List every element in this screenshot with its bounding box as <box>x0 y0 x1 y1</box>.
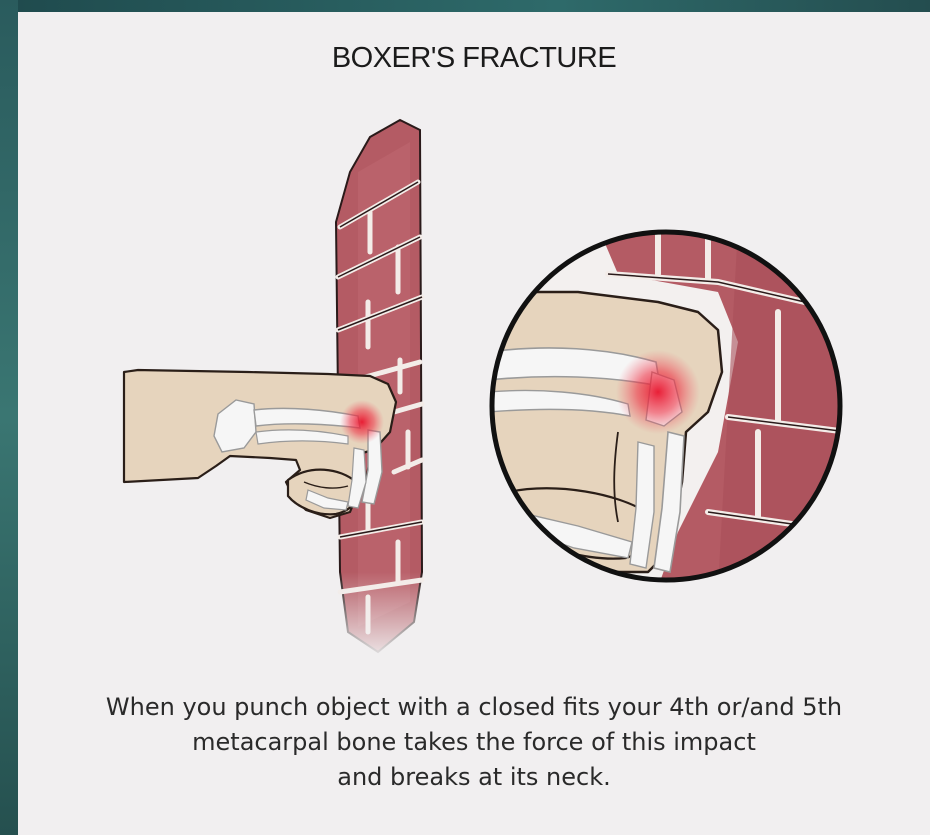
caption-line-1: When you punch object with a closed fits… <box>18 690 930 725</box>
caption-line-2: metacarpal bone takes the force of this … <box>18 725 930 760</box>
slide-frame-top <box>0 0 930 12</box>
slide-frame-left <box>0 0 18 835</box>
slide-panel: BOXER'S FRACTURE <box>18 12 930 835</box>
diagram-caption: When you punch object with a closed fits… <box>18 690 930 795</box>
boxers-fracture-illustration <box>18 12 930 682</box>
caption-line-3: and breaks at its neck. <box>18 760 930 795</box>
fracture-glow-icon <box>340 400 384 444</box>
